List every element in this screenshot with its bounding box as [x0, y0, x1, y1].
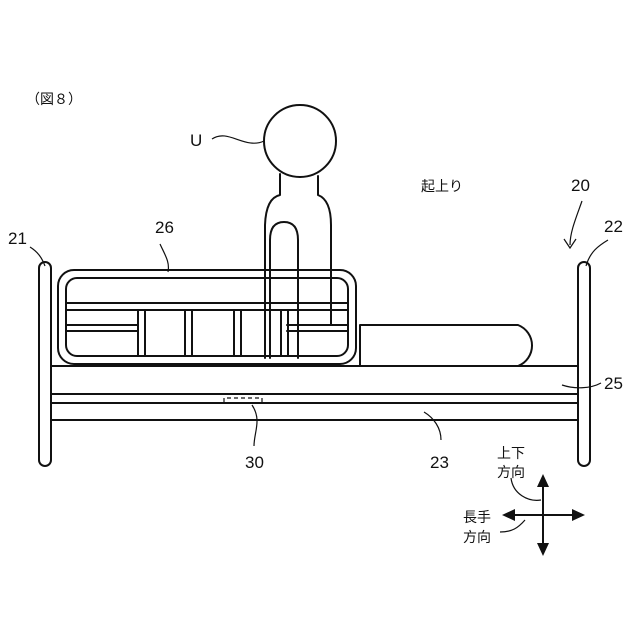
label-user: U	[190, 131, 202, 150]
label-sensor: 30	[245, 453, 264, 472]
label-side-rail: 26	[155, 218, 174, 237]
leader-horizontal-direction	[500, 520, 525, 532]
label-vertical-direction-1: 上下	[497, 446, 525, 462]
leader-bed	[570, 201, 582, 245]
user-figure	[264, 105, 340, 358]
leader-frame	[424, 412, 441, 440]
direction-indicator: 上下 方向 長手 方向	[463, 446, 585, 556]
side-rail-bars	[66, 303, 348, 331]
side-rail-outer	[58, 270, 356, 364]
head-board	[39, 262, 51, 466]
leader-mattress	[562, 383, 601, 388]
label-frame: 23	[430, 453, 449, 472]
side-rail	[58, 270, 356, 364]
label-vertical-direction-2: 方向	[497, 465, 525, 481]
leader-user	[212, 136, 264, 143]
user-arm	[270, 222, 298, 358]
side-rail-inner	[66, 278, 348, 356]
label-horizontal-direction-1: 長手	[463, 510, 491, 526]
label-state: 起上り	[421, 179, 463, 195]
leader-foot-board	[586, 240, 608, 266]
sensor	[224, 398, 262, 402]
leader-side-rail	[160, 244, 168, 272]
user-head	[264, 105, 336, 177]
foot-board	[578, 262, 590, 466]
figure-caption: （図８）	[26, 92, 82, 108]
label-horizontal-direction-2: 方向	[463, 530, 491, 546]
mattress	[51, 325, 578, 394]
leader-sensor	[252, 405, 257, 446]
direction-cross	[507, 479, 580, 551]
label-mattress: 25	[604, 374, 623, 393]
label-bed: 20	[571, 176, 590, 195]
label-head-board: 21	[8, 229, 27, 248]
leader-vertical-direction	[511, 478, 541, 500]
label-foot-board: 22	[604, 217, 623, 236]
bed-frame	[51, 403, 578, 420]
